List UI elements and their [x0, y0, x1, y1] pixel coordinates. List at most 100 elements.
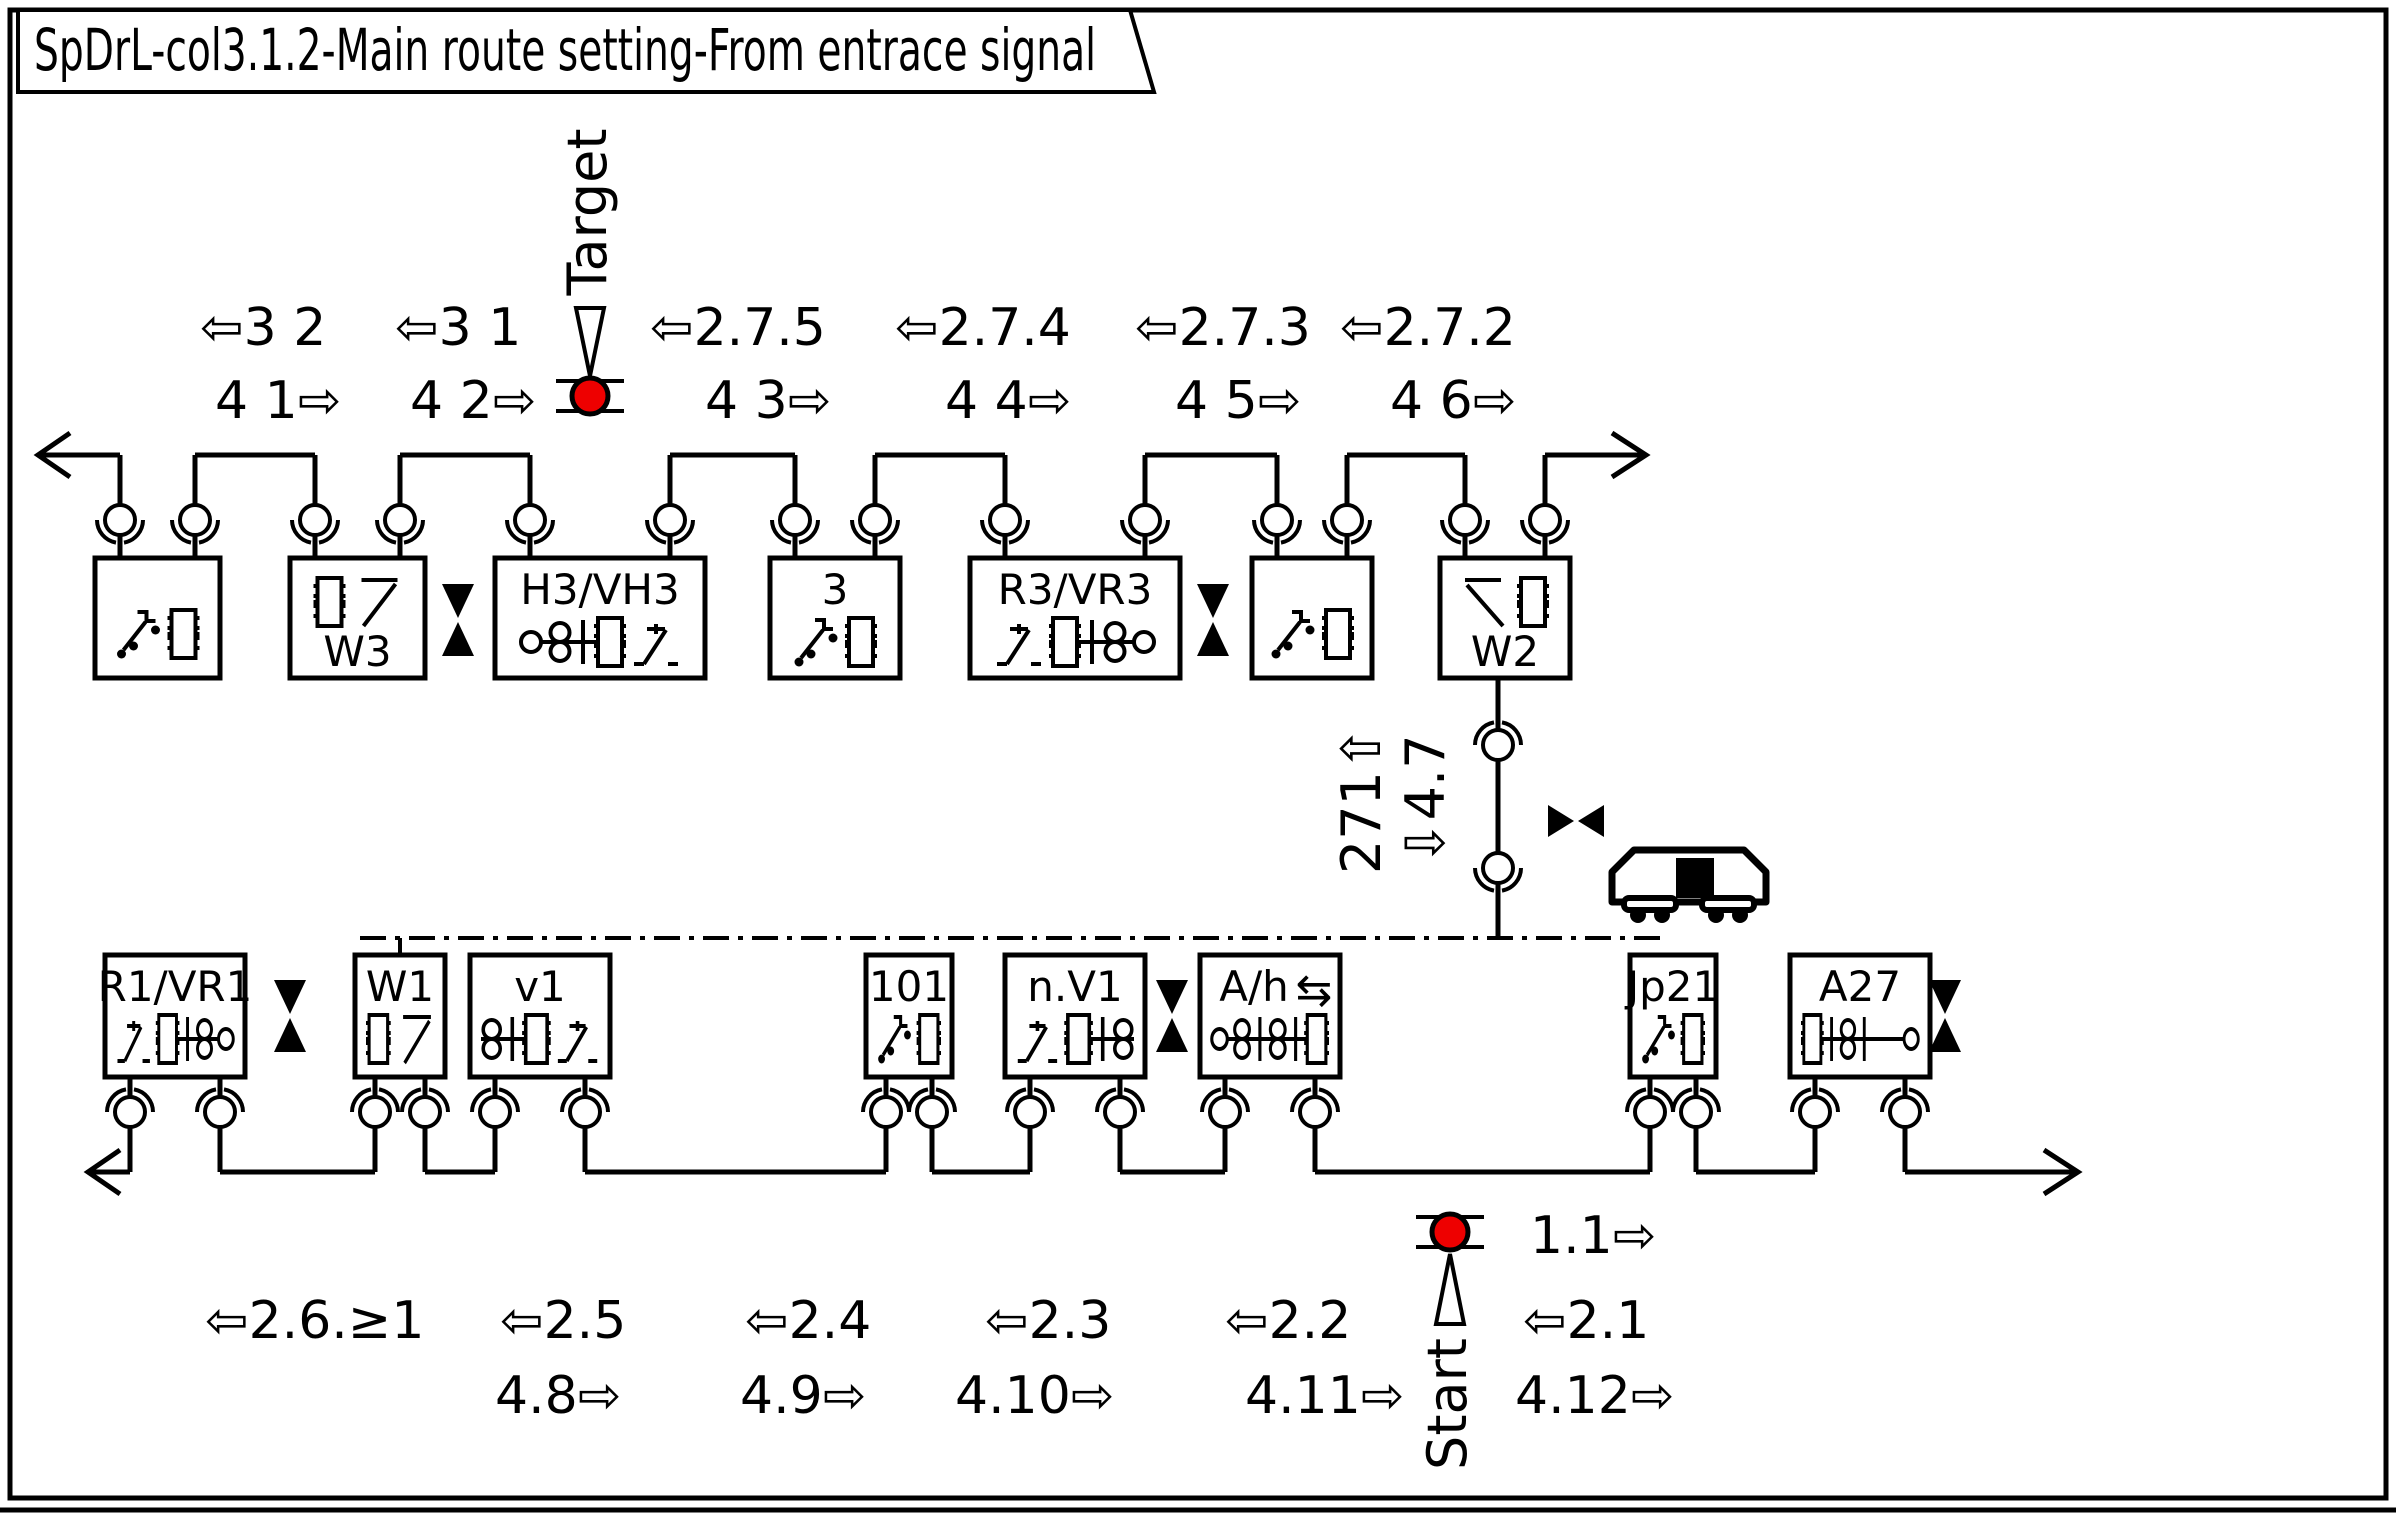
- connector-icon: [1520, 503, 1570, 545]
- relay-symbols: [366, 1013, 431, 1065]
- route-ref: 4 5: [1175, 371, 1258, 431]
- hourglass-icon: [1197, 584, 1229, 656]
- route-ref: 3 2: [244, 298, 327, 358]
- connector-icon: [505, 503, 555, 545]
- arrow-left-icon: ⇦: [745, 1291, 789, 1351]
- bus-arrow-left-bottom: [83, 1147, 130, 1197]
- route-ref: 1.1: [1530, 1206, 1613, 1266]
- arrow-right-icon: ⇨: [1071, 1366, 1115, 1426]
- hourglass-icon: [442, 584, 474, 656]
- route-label: ⇦2.4: [745, 1291, 871, 1351]
- route-ref: 2.1: [1567, 1291, 1650, 1351]
- arrow-left-icon: ⇦: [200, 298, 244, 358]
- connector-icon: [470, 1087, 520, 1129]
- connector-icon: [1200, 1087, 1250, 1129]
- connector-icon: [980, 503, 1030, 545]
- connector-icon: [560, 1087, 610, 1129]
- start-label: Start: [1416, 1338, 1479, 1470]
- connector-icon: [1440, 503, 1490, 545]
- start-cone: [1433, 1253, 1467, 1326]
- connector-icon: [1790, 1087, 1840, 1129]
- relay-box-label: 101: [869, 962, 949, 1011]
- route-ref: 4.9: [740, 1366, 823, 1426]
- connector-icon: [170, 503, 220, 545]
- arrow-right-icon: ⇨: [578, 1366, 622, 1426]
- connector-icon: [105, 1087, 155, 1129]
- route-ref: 2.4: [789, 1291, 872, 1351]
- relay-box-label: v1: [514, 962, 566, 1011]
- route-label: 4 2⇨: [410, 371, 536, 431]
- arrow-left-icon: ⇦: [650, 298, 694, 358]
- route-label: 4.8⇨: [495, 1366, 621, 1426]
- relay-box-label: R3/VR3: [998, 565, 1153, 614]
- relay-box-label: n.V1: [1027, 962, 1122, 1011]
- route-label-link-up: 271⇧: [1330, 726, 1393, 874]
- connector-icon: [645, 503, 695, 545]
- relay-symbols: [878, 1013, 941, 1065]
- route-ref: 3 1: [439, 298, 522, 358]
- route-ref: 4 2: [410, 371, 493, 431]
- connector-icon: [1252, 503, 1302, 545]
- arrow-left-icon: ⇦: [395, 298, 439, 358]
- relay-box-label: W3: [323, 627, 391, 676]
- arrow-left-icon: ⇦: [985, 1291, 1029, 1351]
- connector-icon: [195, 1087, 245, 1129]
- connector-icon: [1473, 851, 1523, 893]
- page-frame: [7, 7, 2389, 1501]
- relay-box-label: W2: [1471, 627, 1539, 676]
- route-label: 4.9⇨: [740, 1366, 866, 1426]
- arrow-right-icon: ⇨: [1631, 1366, 1675, 1426]
- relay-box-label: H3/VH3: [520, 565, 680, 614]
- route-ref: 2.7.2: [1384, 298, 1516, 358]
- route-label: ⇦3 2: [200, 298, 326, 358]
- relay-symbols: [313, 576, 398, 628]
- relay-box-label: Jp21: [1624, 962, 1720, 1011]
- start-marker: Start: [1416, 1211, 1484, 1470]
- connector-icon: [770, 503, 820, 545]
- relay-symbols: [1801, 1013, 1920, 1065]
- connector-icon: [1120, 503, 1170, 545]
- route-ref: 4 4: [945, 371, 1028, 431]
- arrow-right-icon: ⇨: [298, 371, 342, 431]
- connector-icon: [290, 503, 340, 545]
- route-label: 4 1⇨: [215, 371, 341, 431]
- route-ref: 2.7.5: [694, 298, 826, 358]
- route-label: 4 4⇨: [945, 371, 1071, 431]
- relay-symbols: [794, 616, 877, 668]
- relay-box: W3: [287, 555, 428, 681]
- route-ref: 4.10: [955, 1366, 1071, 1426]
- route-ref: 4 1: [215, 371, 298, 431]
- route-ref: 2.7.3: [1179, 298, 1311, 358]
- connector-icon: [1322, 503, 1372, 545]
- route-ref: 4 6: [1390, 371, 1473, 431]
- connector-icon: [1095, 1087, 1145, 1129]
- relay-symbols: [1642, 1013, 1705, 1065]
- route-ref: 271: [1330, 771, 1393, 874]
- route-label: 4 6⇨: [1390, 371, 1516, 431]
- route-label: 4 5⇨: [1175, 371, 1301, 431]
- relay-box-label: 3: [822, 565, 849, 614]
- route-label: 4.10⇨: [955, 1366, 1114, 1426]
- route-ref: 2.5: [544, 1291, 627, 1351]
- relay-symbols: [997, 616, 1156, 668]
- connector-icon: [861, 1087, 911, 1129]
- arrow-right-icon: ⇨: [1258, 371, 1302, 431]
- start-dot: [1429, 1211, 1471, 1253]
- title-box: [16, 8, 1157, 94]
- page-title: SpDrL-col3.1.2-Main route setting-From e…: [34, 16, 1096, 84]
- connector-icon: [1290, 1087, 1340, 1129]
- route-ref: 4 3: [705, 371, 788, 431]
- arrow-down-icon: ⇩: [1394, 820, 1457, 865]
- connector-icon: [1625, 1087, 1675, 1129]
- arrow-left-icon: ⇦: [500, 1291, 544, 1351]
- relay-box: 3: [767, 555, 903, 681]
- route-label: ⇦2.7.3: [1135, 298, 1311, 358]
- route-ref: 4.8: [495, 1366, 578, 1426]
- connector-icon: [907, 1087, 957, 1129]
- target-cone: [573, 306, 607, 377]
- arrow-left-icon: ⇦: [895, 298, 939, 358]
- route-ref: 4.7: [1394, 734, 1457, 820]
